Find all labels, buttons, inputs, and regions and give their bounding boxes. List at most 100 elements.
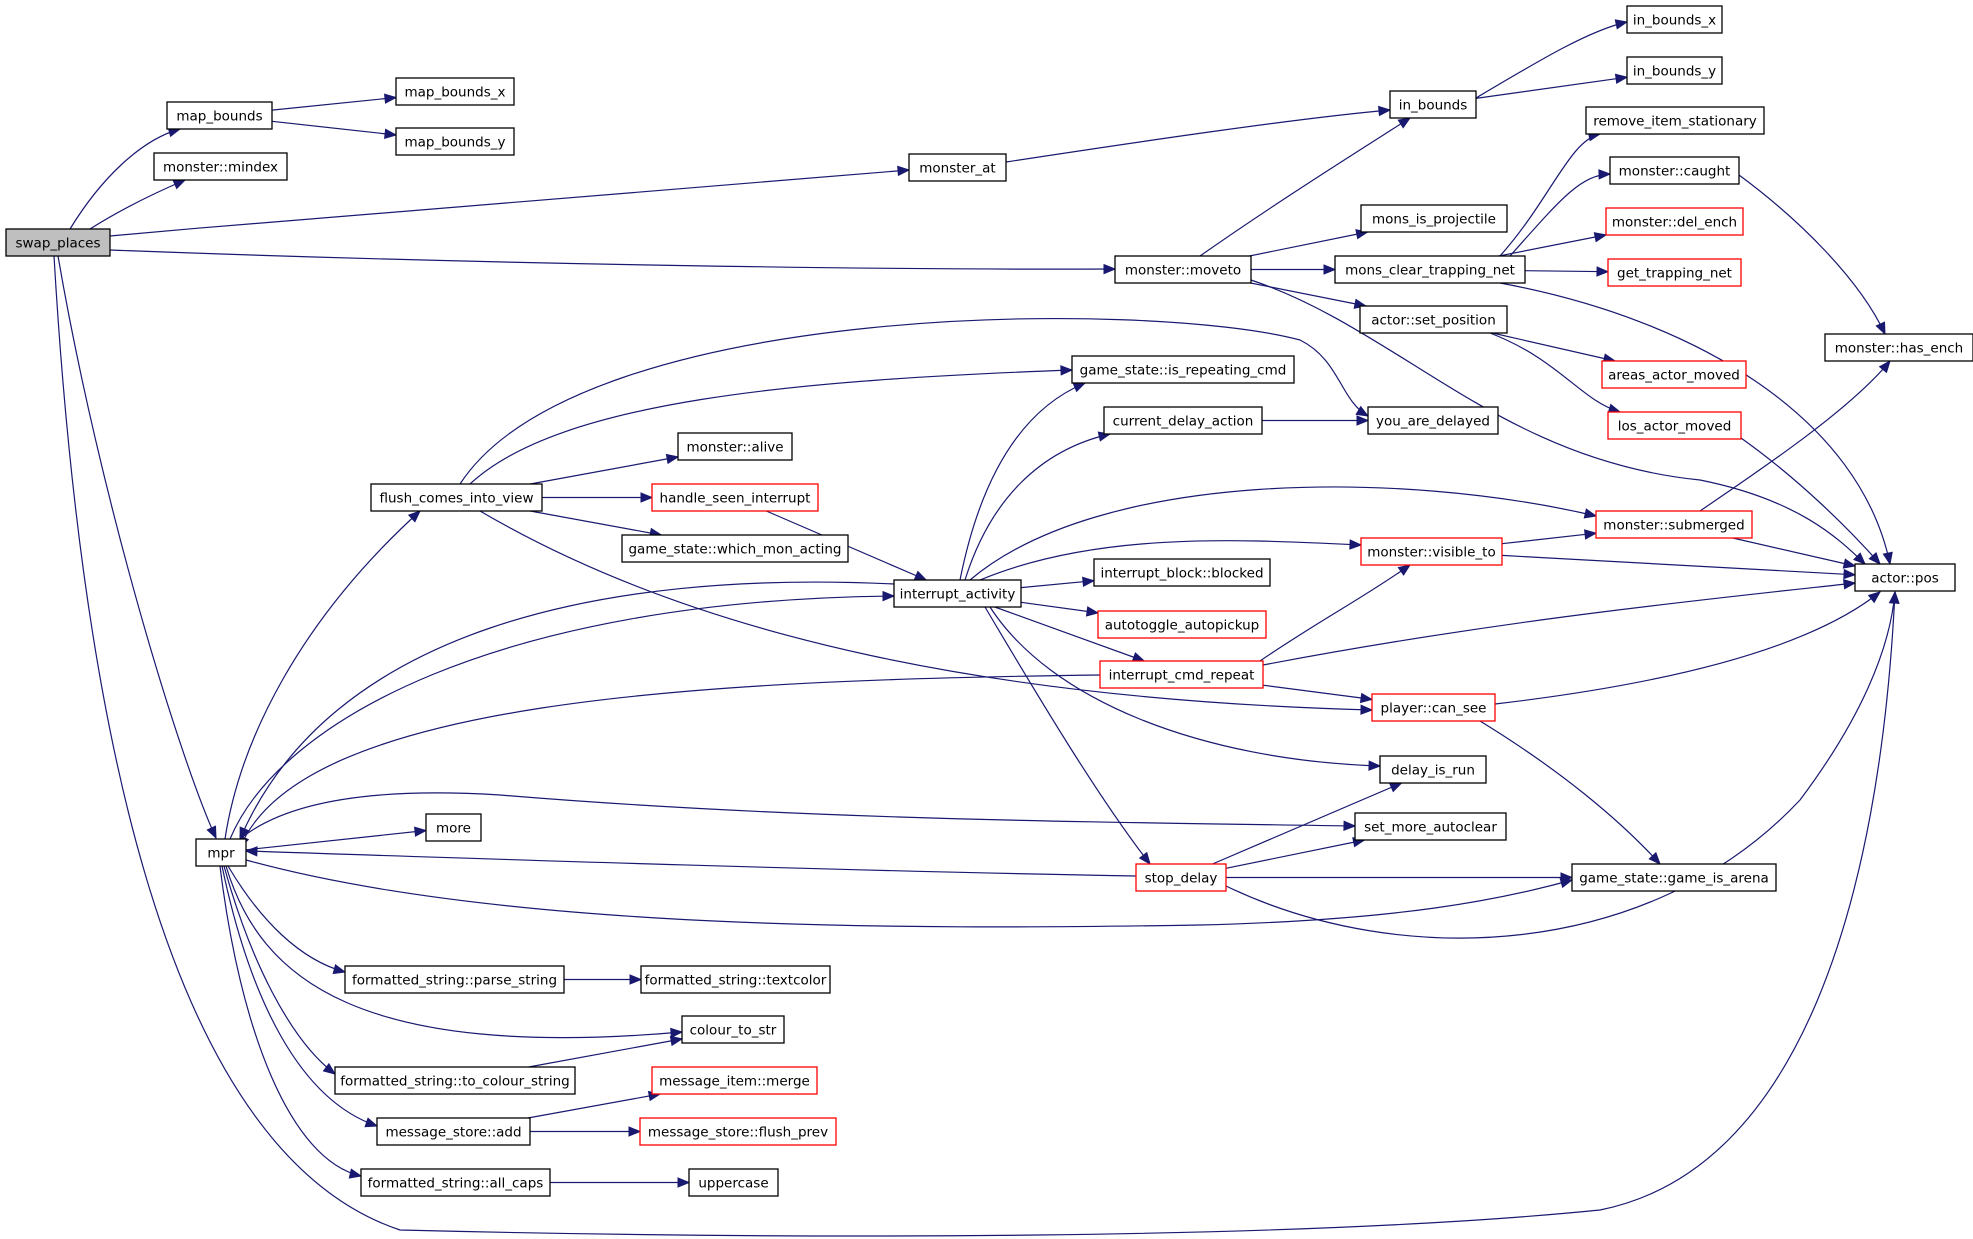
node-message-item-merge[interactable]: message_item::merge	[651, 1066, 818, 1095]
node-in-bounds-x[interactable]: in_bounds_x	[1626, 5, 1723, 34]
node-monster-submerged[interactable]: monster::submerged	[1595, 510, 1753, 539]
edge-flush_comes_into_view-to-game_state_is_repeating_cmd	[469, 365, 1074, 485]
node-swap-places[interactable]: swap_places	[5, 228, 111, 257]
node-map-bounds[interactable]: map_bounds	[166, 101, 273, 130]
node-monster-del-ench[interactable]: monster::del_ench	[1605, 207, 1744, 236]
node-monster-caught[interactable]: monster::caught	[1609, 156, 1740, 185]
node-interrupt-cmd-repeat[interactable]: interrupt_cmd_repeat	[1099, 660, 1264, 689]
edge-in_bounds-to-in_bounds_x	[1475, 19, 1629, 99]
node-box	[1114, 255, 1252, 284]
edge-line	[1262, 582, 1856, 666]
edge-actor_set_position-to-areas_actor_moved	[1492, 332, 1617, 364]
arrowhead-icon	[1614, 19, 1629, 30]
node-in-bounds[interactable]: in_bounds	[1389, 90, 1477, 119]
edge-monster_moveto-to-mons_is_projectile	[1249, 229, 1369, 257]
node-label: actor::set_position	[1371, 313, 1496, 329]
arrowhead-icon	[407, 510, 421, 523]
arrowhead-icon	[384, 93, 398, 104]
node-formatted-string-textcolor[interactable]: formatted_string::textcolor	[640, 965, 831, 994]
node-handle-seen-interrupt[interactable]: handle_seen_interrupt	[651, 483, 819, 512]
edge-line	[530, 510, 662, 536]
node-stop-delay[interactable]: stop_delay	[1135, 863, 1227, 892]
node-mons-clear-trapping-net[interactable]: mons_clear_trapping_net	[1334, 255, 1526, 284]
node-game-state-is-repeating-cmd[interactable]: game_state::is_repeating_cmd	[1071, 355, 1295, 384]
node-message-store-flush-prev[interactable]: message_store::flush_prev	[639, 1117, 837, 1146]
node-autotoggle-autopickup[interactable]: autotoggle_autopickup	[1097, 610, 1267, 639]
arrowhead-icon	[1355, 405, 1370, 417]
arrowhead-icon	[348, 1168, 363, 1179]
node-you-are-delayed[interactable]: you_are_delayed	[1367, 406, 1499, 435]
edge-mpr-to-formatted_string_parse_string	[227, 865, 347, 975]
node-interrupt-activity[interactable]: interrupt_activity	[893, 579, 1022, 608]
node-delay-is-run[interactable]: delay_is_run	[1379, 755, 1487, 784]
node-monster-mindex[interactable]: monster::mindex	[153, 152, 288, 181]
edge-line	[1499, 282, 1891, 565]
node-box	[1607, 411, 1742, 440]
node-current-delay-action[interactable]: current_delay_action	[1103, 406, 1263, 435]
node-formatted-string-to-colour-string[interactable]: formatted_string::to_colour_string	[334, 1066, 576, 1095]
arrowhead-icon	[206, 825, 217, 840]
arrowhead-icon	[640, 492, 654, 503]
node-box	[1626, 56, 1723, 85]
node-remove-item-stationary[interactable]: remove_item_stationary	[1585, 106, 1765, 135]
node-box	[1607, 258, 1742, 287]
node-box	[1379, 755, 1487, 784]
node-mons-is-projectile[interactable]: mons_is_projectile	[1360, 204, 1508, 233]
node-label: monster::visible_to	[1367, 545, 1495, 561]
edge-line	[1732, 537, 1856, 567]
arrowhead-icon	[1388, 782, 1403, 793]
node-flush-comes-into-view[interactable]: flush_comes_into_view	[370, 483, 543, 512]
node-message-store-add[interactable]: message_store::add	[376, 1117, 531, 1146]
edge-line	[224, 510, 421, 840]
node-areas-actor-moved[interactable]: areas_actor_moved	[1601, 360, 1747, 389]
node-set-more-autoclear[interactable]: set_more_autoclear	[1354, 812, 1507, 841]
node-monster-visible-to[interactable]: monster::visible_to	[1360, 537, 1503, 566]
node-actor-set-position[interactable]: actor::set_position	[1359, 305, 1508, 334]
node-formatted-string-all-caps[interactable]: formatted_string::all_caps	[360, 1168, 551, 1197]
arrowhead-icon	[1867, 591, 1882, 604]
node-uppercase[interactable]: uppercase	[688, 1168, 779, 1197]
node-label: in_bounds	[1399, 98, 1468, 114]
arrowhead-icon	[1614, 73, 1629, 85]
node-actor-pos[interactable]: actor::pos	[1854, 563, 1956, 592]
node-player-can-see[interactable]: player::can_see	[1371, 693, 1496, 722]
edge-stop_delay-to-set_more_autoclear	[1225, 837, 1366, 869]
edge-mons_clear_trapping_net-to-remove_item_stationary	[1499, 131, 1602, 257]
node-colour-to-str[interactable]: colour_to_str	[681, 1015, 785, 1044]
arrowhead-icon	[669, 1035, 684, 1047]
arrowhead-icon	[1598, 169, 1612, 180]
node-in-bounds-y[interactable]: in_bounds_y	[1626, 56, 1723, 85]
node-monster-has-ench[interactable]: monster::has_ench	[1824, 333, 1973, 362]
node-get-trapping-net[interactable]: get_trapping_net	[1607, 258, 1742, 287]
node-more[interactable]: more	[425, 813, 482, 842]
node-box	[166, 101, 273, 130]
arrowhead-icon	[1060, 365, 1074, 376]
node-map-bounds-x[interactable]: map_bounds_x	[395, 77, 515, 106]
edge-line	[69, 128, 181, 230]
arrowhead-icon	[1843, 568, 1857, 580]
node-label: formatted_string::all_caps	[368, 1176, 544, 1192]
node-label: flush_comes_into_view	[379, 491, 533, 507]
edge-line	[984, 606, 1151, 865]
node-label: colour_to_str	[690, 1023, 777, 1039]
edge-mpr-to-interrupt_activity	[229, 590, 896, 840]
node-mpr[interactable]: mpr	[195, 838, 247, 867]
edge-mons_clear_trapping_net-to-monster_caught	[1509, 169, 1612, 257]
node-formatted-string-parse-string[interactable]: formatted_string::parse_string	[344, 965, 565, 994]
node-map-bounds-y[interactable]: map_bounds_y	[395, 127, 515, 156]
node-game-state-game-is-arena[interactable]: game_state::game_is_arena	[1571, 863, 1777, 892]
node-label: set_more_autoclear	[1364, 820, 1497, 836]
node-label: mons_is_projectile	[1372, 212, 1496, 228]
arrowhead-icon	[1888, 590, 1900, 604]
node-interrupt-block-blocked[interactable]: interrupt_block::blocked	[1093, 558, 1271, 587]
node-game-state-which-mon-acting[interactable]: game_state::which_mon_acting	[621, 534, 849, 563]
edge-los_actor_moved-to-actor_pos	[1740, 437, 1881, 565]
edge-flush_comes_into_view-to-you_are_delayed	[459, 318, 1370, 485]
node-los-actor-moved[interactable]: los_actor_moved	[1607, 411, 1742, 440]
node-box	[651, 483, 819, 512]
node-monster-moveto[interactable]: monster::moveto	[1114, 255, 1252, 284]
node-monster-at[interactable]: monster_at	[908, 153, 1007, 182]
node-box	[640, 965, 831, 994]
node-monster-alive[interactable]: monster::alive	[677, 432, 793, 461]
edge-in_bounds-to-in_bounds_y	[1475, 73, 1629, 99]
